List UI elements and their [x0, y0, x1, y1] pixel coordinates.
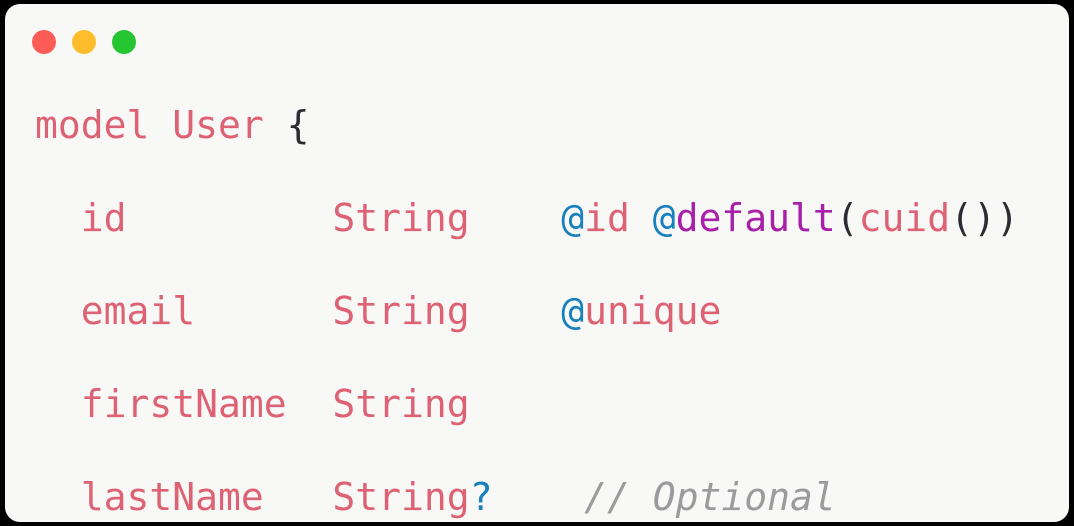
code-token-keyword: cuid — [858, 196, 951, 240]
code-window: model User { id String @id @default(cuid… — [5, 4, 1069, 522]
code-token-at-sigil: @ — [561, 289, 585, 333]
code-line: email String @unique — [35, 288, 1069, 335]
code-token-keyword: id String — [35, 196, 562, 240]
code-editor-area[interactable]: model User { id String @id @default(cuid… — [5, 80, 1069, 522]
code-token-comment: // Optional — [584, 475, 836, 519]
close-window-icon[interactable] — [32, 30, 56, 54]
code-token-keyword: unique — [584, 289, 722, 333]
code-token-punctuation: ( — [835, 196, 859, 240]
code-token-keyword: lastName String — [35, 475, 470, 519]
code-line: lastName String? // Optional — [35, 474, 1069, 521]
code-token-keyword: email String — [35, 289, 562, 333]
code-token-punctuation: ()) — [950, 196, 1019, 240]
code-token-optional-marker: ? — [469, 475, 493, 519]
traffic-light-buttons — [32, 30, 136, 54]
code-token-keyword: firstName String — [35, 382, 470, 426]
maximize-window-icon[interactable] — [112, 30, 136, 54]
code-block[interactable]: model User { id String @id @default(cuid… — [35, 102, 1069, 522]
minimize-window-icon[interactable] — [72, 30, 96, 54]
code-line: id String @id @default(cuid()) — [35, 195, 1069, 242]
code-token-at-sigil: @ — [652, 196, 676, 240]
code-line: model User { — [35, 102, 1069, 149]
window-titlebar[interactable] — [5, 4, 1069, 80]
code-token-punctuation: { — [286, 103, 310, 147]
code-line: firstName String — [35, 381, 1069, 428]
code-token-keyword: id — [584, 196, 653, 240]
code-token-keyword: model User — [35, 103, 287, 147]
code-token-punctuation — [493, 475, 585, 519]
code-token-at-sigil: @ — [561, 196, 585, 240]
code-token-attribute-function: default — [675, 196, 836, 240]
